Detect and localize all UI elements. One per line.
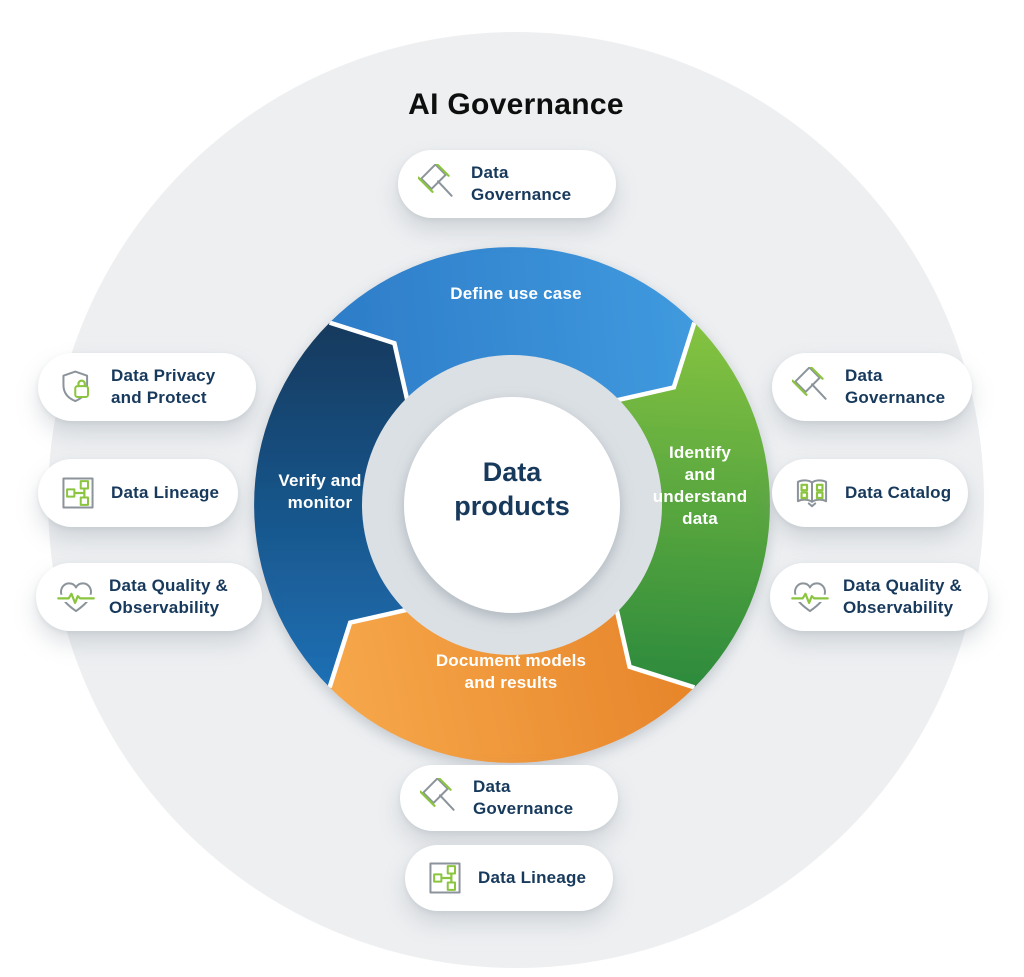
lineage-icon — [425, 858, 465, 898]
gavel-icon — [792, 367, 832, 407]
pill-label: Data Catalog — [845, 483, 952, 502]
pill-label: Data Lineage — [478, 868, 587, 887]
segment-identify-understand-data — [616, 322, 770, 688]
segment-label-define: Define use case — [450, 284, 582, 303]
pill-data-governance-top: Data Governance — [398, 150, 616, 218]
lineage-icon — [58, 473, 98, 513]
pill-label: Data Lineage — [111, 483, 220, 502]
center-hub — [404, 397, 620, 613]
gavel-icon — [420, 778, 460, 818]
segment-document-models-results — [329, 609, 695, 763]
pill-label: Data — [845, 366, 883, 385]
pill-data-quality-observability-left: Data Quality & Observability — [36, 563, 262, 631]
pill-data-privacy-and-protect: Data Privacy and Protect — [38, 353, 256, 421]
segment-define-use-case — [329, 247, 695, 401]
segment-label-document: Document models and results — [435, 651, 587, 692]
pill-label: Data — [471, 163, 509, 182]
open-book-icon — [792, 473, 832, 513]
page-title: AI Governance — [408, 88, 624, 121]
heart-pulse-icon — [790, 577, 830, 617]
segment-verify-monitor — [254, 322, 408, 688]
pill-data-lineage-bottom: Data Lineage — [405, 845, 613, 911]
segment-label-verify: Verify and monitor — [278, 471, 362, 512]
segment-label-identify: Identify and understand data — [652, 443, 748, 528]
pill-label: Data Privacy — [111, 366, 216, 385]
pill-data-catalog: Data Catalog — [772, 459, 968, 527]
pill-label: Data Quality & — [843, 576, 962, 595]
heart-pulse-icon — [56, 577, 96, 617]
pill-label: Data Quality & — [109, 576, 228, 595]
pill-data-lineage-left: Data Lineage — [38, 459, 238, 527]
segment-separators — [327, 320, 697, 690]
pill-data-governance-right: Data Governance — [772, 353, 972, 421]
pill-data-governance-bottom: Data Governance — [400, 765, 618, 831]
shield-lock-icon — [58, 367, 98, 407]
pill-label: Data — [473, 777, 511, 796]
pill-data-quality-observability-right: Data Quality & Observability — [770, 563, 988, 631]
gavel-icon — [418, 164, 458, 204]
center-label: Data products — [454, 457, 570, 521]
